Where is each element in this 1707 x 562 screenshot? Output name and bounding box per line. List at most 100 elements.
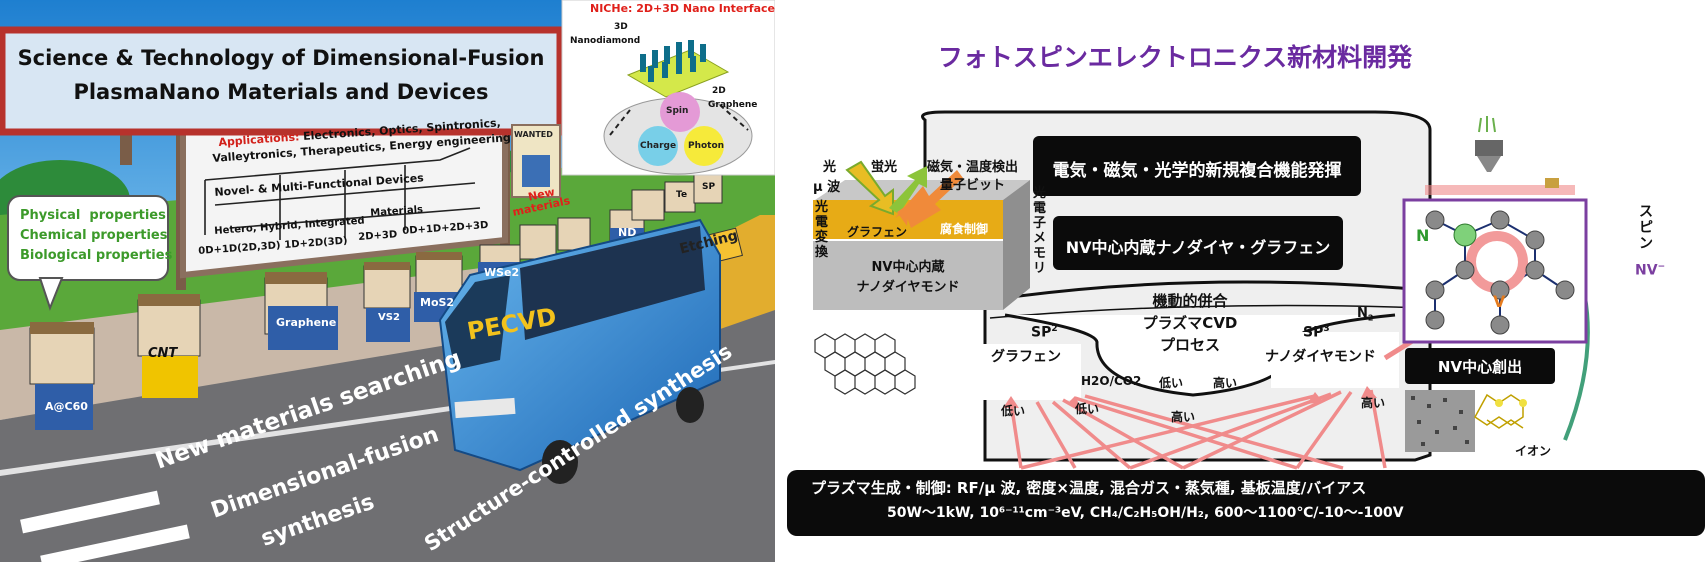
dim-1d-label: 1D+2D(3D)	[284, 235, 348, 251]
nv-minus-label: NV−	[1635, 262, 1665, 279]
high-label-3: 高い	[1361, 396, 1386, 410]
sp3-sup: 3	[1323, 324, 1330, 334]
road-text-searching: New materials searching	[152, 345, 465, 475]
process-label: プロセス	[1159, 336, 1220, 354]
charge-circle	[638, 126, 678, 166]
sp3-nanodiamond-label: ナノダイヤモンド	[1265, 349, 1376, 365]
opto-mem-char: リ	[1033, 261, 1047, 276]
speech-bubble-tail	[38, 277, 64, 311]
nv-creation-box	[1405, 348, 1555, 384]
title-sign	[0, 26, 564, 136]
char-a-c60-label: A@C60	[45, 400, 88, 413]
materials-label: Materials	[370, 204, 424, 219]
right-text-layer: フォトスピンエレクトロニクス新材料開発 電気・磁気・光学的新規複合機能発揮 NV…	[775, 0, 1707, 562]
wanted-label: WANTED	[514, 130, 553, 139]
spin-char: ピ	[1639, 220, 1653, 236]
char-te-label: Te	[676, 190, 688, 200]
opto-mem-char: メ	[1033, 231, 1047, 246]
char-wse2-label: WSe2	[484, 266, 520, 279]
block-side	[1003, 180, 1030, 310]
opto-mem-char: 子	[1033, 216, 1047, 231]
sp2-sup: 2	[1051, 324, 1058, 334]
bus-pecvd-label: PECVD	[465, 302, 559, 346]
sign-title-line-2: PlasmaNano Materials and Devices	[73, 80, 489, 104]
photon-circle	[684, 126, 724, 166]
sp2-text: SP	[1031, 324, 1052, 341]
niche-2d-label: 2D	[712, 86, 726, 96]
opto-conv-char: 変	[815, 230, 829, 245]
molecule-picture	[1474, 393, 1524, 429]
molecule-node	[1519, 399, 1527, 407]
bus-etching-label: Etching	[678, 227, 740, 258]
plasma-control-line-2: 50W〜1kW, 10⁶⁻¹¹cm⁻³eV, CH₄/C₂H₅OH/H₂, 60…	[887, 505, 1404, 521]
pecvd-bus	[438, 218, 721, 484]
opto-mem-char: 電	[1033, 201, 1047, 216]
dim-0d-label: 0D+1D(2D,3D)	[198, 240, 281, 257]
mu-wave-label: μ 波	[813, 180, 841, 195]
sp2-label: SP2	[1031, 324, 1058, 341]
right-diagram	[787, 110, 1705, 536]
nv-minus-sup: −	[1657, 262, 1666, 272]
bubble-physical: Physical properties	[20, 208, 166, 223]
road-stripe	[40, 524, 190, 562]
h2o-co2-label: H2O/CO2	[1081, 374, 1142, 388]
left-illustration	[0, 0, 775, 562]
qubit-label: 量子ビット	[940, 178, 1006, 193]
left-text-layer: Science & Technology of Dimensional-Fusi…	[0, 0, 775, 562]
n2-sub: 2	[1367, 313, 1374, 323]
graphene-layer-label: グラフェン	[847, 225, 908, 239]
kidou-label: 機動的併合	[1152, 292, 1228, 310]
nv-graphene-box	[1053, 216, 1343, 270]
bubble-biological: Biological properties	[20, 248, 173, 263]
plasma-control-bar	[787, 470, 1705, 536]
character-graphene	[264, 272, 338, 350]
function-box	[1033, 136, 1361, 196]
corrosion-label: 腐食制御	[940, 222, 989, 236]
opto-mem-char: モ	[1033, 246, 1047, 261]
dim-all-label: 0D+1D+2D+3D	[402, 219, 489, 237]
low-label-3: 低い	[1159, 376, 1184, 390]
spin-char: ス	[1639, 204, 1653, 220]
charge-label: Charge	[640, 141, 677, 151]
high-label-1: 高い	[1213, 376, 1238, 390]
niche-2d-name: Graphene	[708, 100, 758, 110]
ion-label: イオン	[1515, 444, 1552, 458]
char-mos2-label: MoS2	[420, 296, 455, 309]
niche-dash	[719, 104, 749, 131]
bubble-chemical: Chemical properties	[20, 228, 168, 243]
photon-label: Photon	[688, 141, 725, 151]
function-box-label: 電気・磁気・光学的新規複合機能発揮	[1052, 161, 1342, 181]
hetero-label: Hetero, Hybrid, Integrated	[214, 215, 366, 237]
speech-bubble	[7, 195, 169, 281]
road-stripe	[20, 490, 160, 534]
character-vs2	[363, 262, 411, 342]
character-mos2	[414, 252, 464, 322]
diamond-texture	[1405, 390, 1475, 452]
dim-2d-label: 2D+3D	[358, 229, 398, 243]
sp3-box	[1271, 332, 1399, 388]
spin-vertical-label: ス ピ ン	[1639, 204, 1655, 252]
light-arrow	[845, 160, 894, 216]
inner-curve-2	[989, 304, 1426, 319]
n2-text: N	[1357, 306, 1368, 321]
high-label-2: 高い	[1171, 410, 1196, 424]
sp2-box	[981, 344, 1081, 400]
char-graphene-label: Graphene	[276, 316, 337, 329]
nitrogen-atom	[1453, 223, 1477, 247]
sp3-text: SP	[1303, 324, 1324, 341]
char-cnt-label: CNT	[148, 346, 178, 361]
spin-label: Spin	[666, 106, 689, 116]
nv-block	[813, 240, 1003, 310]
opto-conv-char: 換	[815, 245, 829, 260]
nv-creation-label: NV中心創出	[1437, 358, 1523, 376]
carbon-atoms	[1425, 210, 1575, 335]
spin-char: ン	[1639, 236, 1653, 252]
nv-block-label-1: NV中心内蔵	[871, 260, 945, 275]
nv-minus-text: NV	[1635, 262, 1658, 279]
light-label: 光	[823, 160, 837, 175]
nv-block-label-2: ナノダイヤモンド	[856, 280, 960, 295]
niche-3d-label: 3D	[614, 22, 628, 32]
opto-conversion-label: 光 電 変 換	[815, 200, 831, 260]
char-vs2-label: VS2	[378, 312, 400, 323]
nanodiamond-graphic	[626, 40, 730, 98]
